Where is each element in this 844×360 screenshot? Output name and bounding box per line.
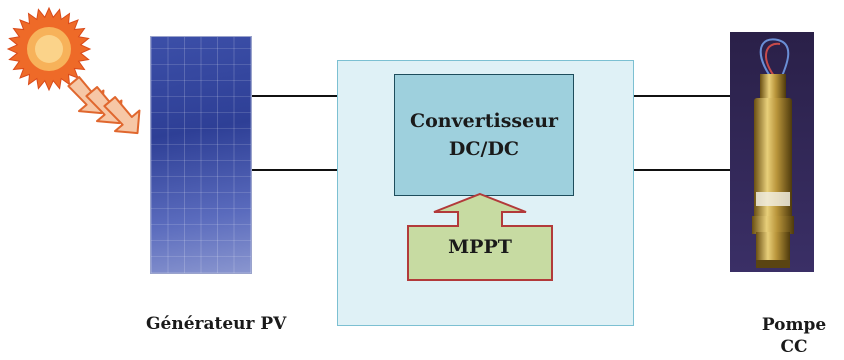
sun-icon <box>6 6 92 92</box>
solar-panel-icon <box>150 36 252 274</box>
mppt-block <box>407 192 553 281</box>
mppt-label: MPPT <box>448 236 512 258</box>
pump-label-line2: CC <box>780 337 808 357</box>
converter-block: Convertisseur DC/DC <box>394 74 574 196</box>
converter-label-line1: Convertisseur <box>409 110 559 132</box>
converter-label-line2: DC/DC <box>448 138 520 160</box>
generator-label: Générateur PV <box>146 314 287 334</box>
sunlight-arrows-icon <box>67 76 141 135</box>
pump-label: Pompe CC <box>744 314 844 358</box>
pump-label-line1: Pompe <box>761 315 827 335</box>
dc-pump-icon <box>730 32 814 272</box>
